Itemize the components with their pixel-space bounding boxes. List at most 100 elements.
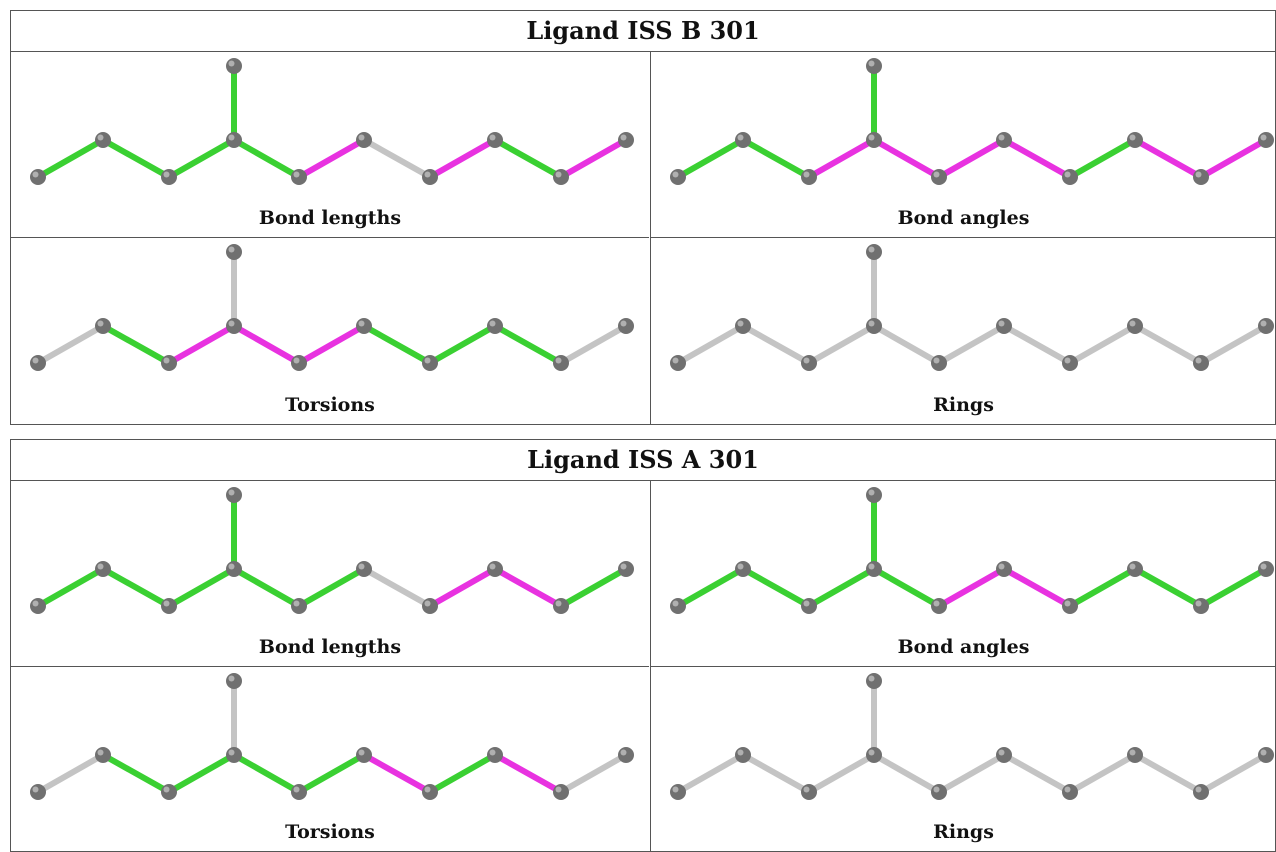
bond bbox=[100, 323, 172, 366]
atom-highlight bbox=[868, 749, 875, 756]
atom-highlight bbox=[32, 786, 39, 793]
atom bbox=[1062, 598, 1078, 614]
atom-highlight bbox=[97, 749, 104, 756]
atom-highlight bbox=[672, 600, 679, 607]
atom-highlight bbox=[555, 600, 562, 607]
bond bbox=[231, 323, 302, 366]
atom-highlight bbox=[555, 357, 562, 364]
atom bbox=[1062, 169, 1078, 185]
atom-highlight bbox=[1260, 563, 1267, 570]
bond bbox=[806, 752, 877, 795]
atom bbox=[487, 318, 503, 334]
panel-caption: Torsions bbox=[285, 821, 375, 843]
atom-highlight bbox=[672, 357, 679, 364]
atom bbox=[161, 784, 177, 800]
bond bbox=[740, 137, 812, 180]
bond bbox=[1067, 566, 1138, 609]
atom-highlight bbox=[293, 171, 300, 178]
molecule-diagram bbox=[670, 244, 1274, 371]
bond bbox=[675, 752, 746, 795]
bond bbox=[1067, 752, 1138, 795]
panel-caption: Bond lengths bbox=[258, 207, 402, 229]
bond bbox=[1067, 323, 1138, 366]
atom-highlight bbox=[1195, 357, 1202, 364]
atom bbox=[226, 561, 242, 577]
molecule-diagram bbox=[30, 673, 634, 800]
atom bbox=[866, 673, 882, 689]
bond bbox=[35, 323, 106, 366]
atom bbox=[670, 355, 686, 371]
bond bbox=[231, 752, 302, 795]
atom bbox=[161, 169, 177, 185]
atom bbox=[1193, 784, 1209, 800]
atom-highlight bbox=[424, 357, 431, 364]
atom bbox=[618, 561, 634, 577]
bond bbox=[361, 752, 433, 795]
atom-highlight bbox=[998, 134, 1005, 141]
atom bbox=[95, 561, 111, 577]
atom bbox=[291, 784, 307, 800]
atom-highlight bbox=[933, 357, 940, 364]
molecule-diagram bbox=[30, 58, 634, 185]
bond bbox=[166, 323, 237, 366]
bond bbox=[100, 752, 172, 795]
bond bbox=[558, 566, 629, 609]
atom bbox=[422, 784, 438, 800]
atom bbox=[356, 747, 372, 763]
atom-highlight bbox=[358, 320, 365, 327]
atom bbox=[30, 169, 46, 185]
atom bbox=[226, 318, 242, 334]
atom-highlight bbox=[737, 563, 744, 570]
bond bbox=[166, 566, 237, 609]
molecule-diagram bbox=[670, 58, 1274, 185]
bond bbox=[1001, 752, 1073, 795]
atom bbox=[618, 318, 634, 334]
bond bbox=[361, 137, 433, 180]
bond bbox=[427, 323, 498, 366]
bond bbox=[35, 137, 106, 180]
atom bbox=[1062, 784, 1078, 800]
atom-highlight bbox=[868, 489, 875, 496]
atom-highlight bbox=[933, 171, 940, 178]
bond bbox=[166, 137, 237, 180]
panel-caption: Bond lengths bbox=[258, 636, 402, 658]
atom bbox=[735, 318, 751, 334]
atom bbox=[996, 132, 1012, 148]
atom-highlight bbox=[620, 563, 627, 570]
bond bbox=[492, 323, 564, 366]
atom-highlight bbox=[32, 171, 39, 178]
atom bbox=[1258, 561, 1274, 577]
bond bbox=[936, 752, 1007, 795]
atom bbox=[30, 784, 46, 800]
atom-highlight bbox=[228, 320, 235, 327]
atom bbox=[356, 318, 372, 334]
bond bbox=[492, 752, 564, 795]
bond bbox=[231, 566, 302, 609]
atom-highlight bbox=[293, 600, 300, 607]
atom bbox=[1127, 747, 1143, 763]
atom-highlight bbox=[868, 134, 875, 141]
atom-highlight bbox=[868, 563, 875, 570]
atom bbox=[1127, 318, 1143, 334]
atom bbox=[801, 598, 817, 614]
atom bbox=[735, 561, 751, 577]
panel-torsions: Torsions bbox=[11, 238, 649, 424]
atom-highlight bbox=[97, 134, 104, 141]
atom-highlight bbox=[803, 600, 810, 607]
atom-highlight bbox=[1129, 134, 1136, 141]
bond bbox=[296, 137, 367, 180]
panel-caption: Rings bbox=[933, 821, 994, 843]
bond bbox=[427, 137, 498, 180]
atom bbox=[670, 169, 686, 185]
atom bbox=[30, 355, 46, 371]
bond bbox=[35, 752, 106, 795]
atom bbox=[931, 784, 947, 800]
atom bbox=[866, 58, 882, 74]
atom-highlight bbox=[672, 171, 679, 178]
bond bbox=[231, 137, 302, 180]
atom bbox=[1193, 598, 1209, 614]
atom-highlight bbox=[228, 749, 235, 756]
atom bbox=[226, 487, 242, 503]
atom bbox=[1127, 132, 1143, 148]
panel-caption: Rings bbox=[933, 394, 994, 416]
